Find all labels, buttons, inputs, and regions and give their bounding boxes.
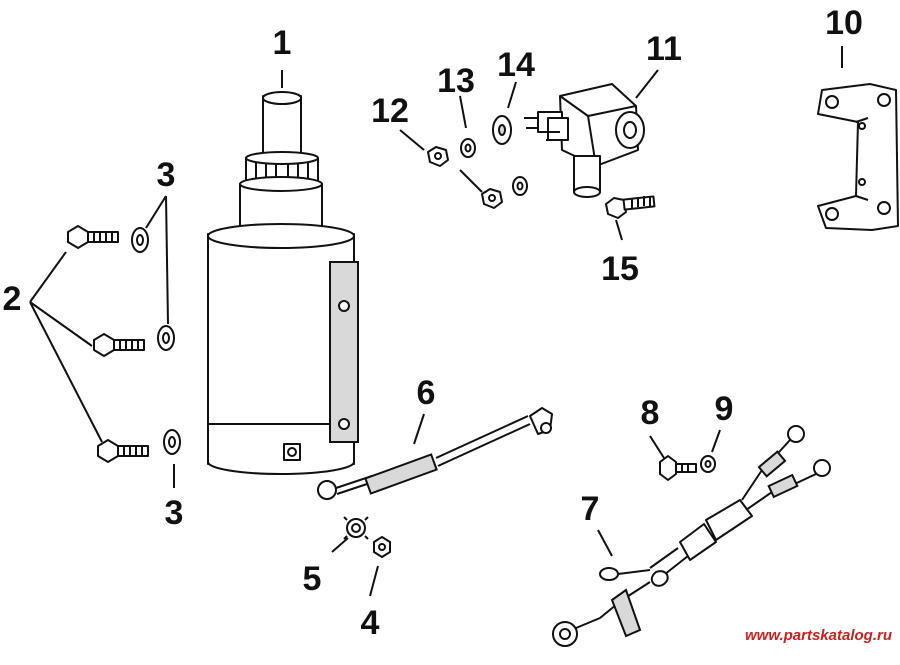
cable-icon — [317, 407, 553, 500]
leader-lines — [29, 46, 843, 597]
callout-13: 13 — [437, 62, 475, 100]
washer-icon — [492, 115, 512, 145]
washer-icon — [157, 325, 175, 351]
callout-12: 12 — [371, 92, 409, 130]
lock-washer-icon — [343, 516, 369, 540]
washer-icon — [700, 455, 716, 473]
bracket-icon — [817, 83, 899, 231]
callout-4: 4 — [361, 604, 380, 642]
wiring-harness-icon — [552, 425, 831, 647]
starter-motor-icon — [207, 91, 359, 475]
callout-10: 10 — [825, 4, 863, 42]
callout-labels: 1 2 3 3 4 5 6 7 8 9 10 11 12 13 14 15 — [3, 4, 863, 642]
nut-icon — [427, 146, 449, 167]
bolt-icon — [605, 195, 656, 219]
solenoid-icon — [524, 83, 645, 198]
callout-5: 5 — [303, 560, 322, 598]
callout-6: 6 — [417, 374, 436, 412]
bolt-icon — [97, 439, 149, 463]
washer-icon — [131, 227, 149, 253]
watermark-text: www.partskatalog.ru — [745, 627, 892, 644]
nut-icon — [481, 188, 503, 209]
callout-1: 1 — [273, 24, 292, 62]
bolt-icon — [93, 333, 145, 357]
screw-icon — [659, 455, 697, 481]
callout-9: 9 — [715, 390, 734, 428]
lock-washer-icon — [460, 138, 476, 158]
bolt-icon — [67, 225, 119, 249]
callout-3-bottom: 3 — [165, 494, 184, 532]
callout-8: 8 — [641, 394, 660, 432]
callout-3-top: 3 — [157, 156, 176, 194]
washer-icon — [163, 429, 181, 455]
callout-2: 2 — [3, 280, 22, 318]
lock-washer-icon — [512, 176, 528, 196]
nut-icon — [373, 536, 391, 558]
callout-11: 11 — [646, 30, 682, 68]
callout-14: 14 — [497, 46, 535, 84]
callout-7: 7 — [581, 490, 600, 528]
callout-15: 15 — [601, 250, 639, 288]
